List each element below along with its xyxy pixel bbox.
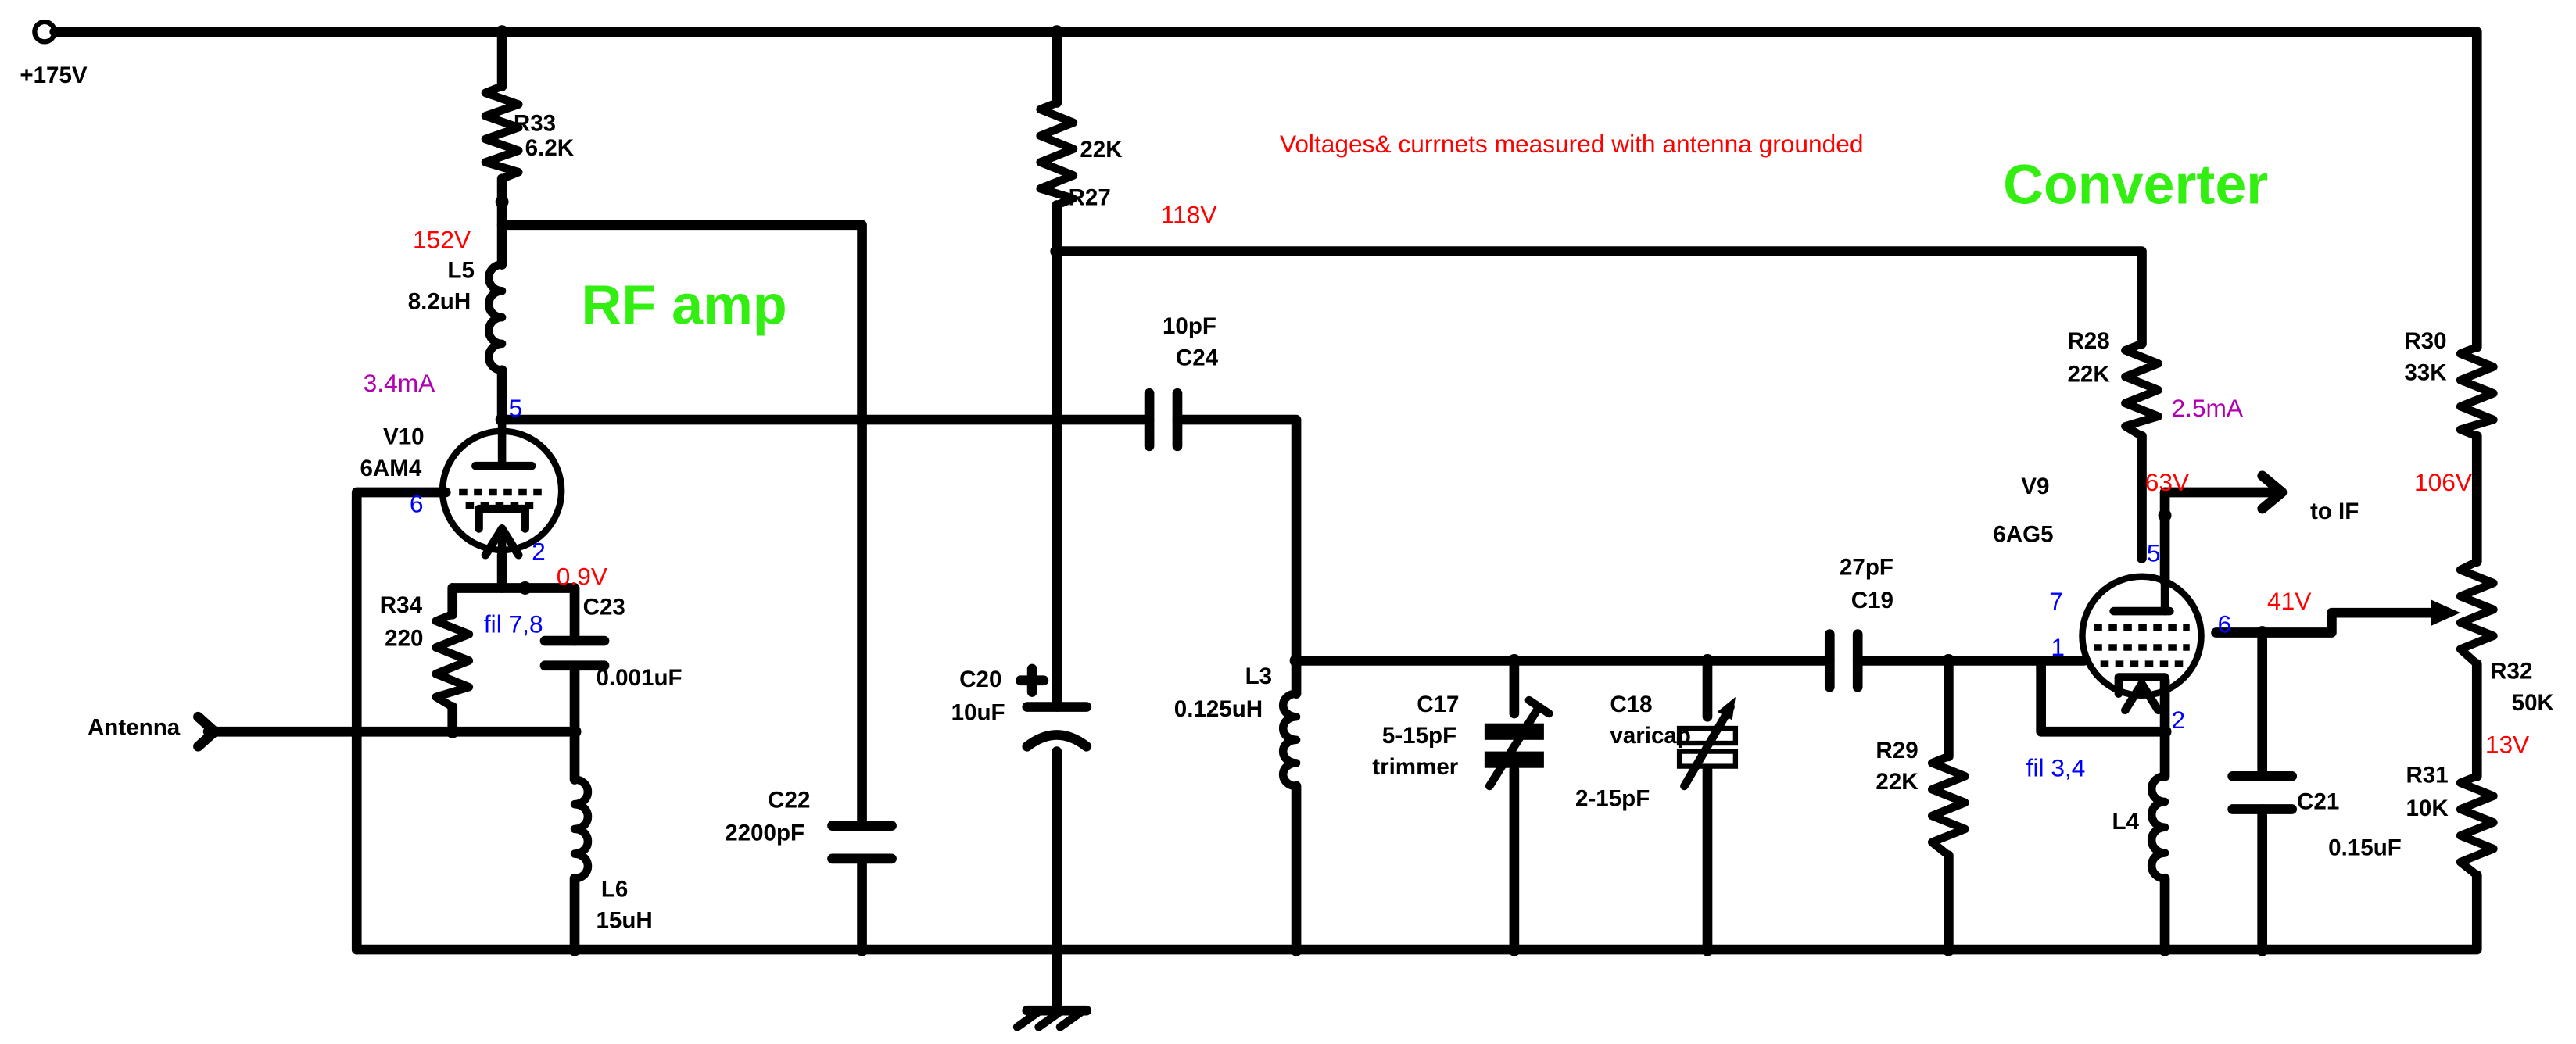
resistor-r32 bbox=[2456, 557, 2498, 668]
l6-name: L6 bbox=[601, 876, 629, 902]
l5-name: L5 bbox=[447, 257, 475, 283]
r27-name: R27 bbox=[1069, 184, 1111, 210]
measurement-118v: 118V bbox=[1161, 201, 1217, 229]
l4-name: L4 bbox=[2112, 809, 2139, 835]
wiring bbox=[32, 19, 2482, 1016]
v10-type: 6AM4 bbox=[360, 456, 421, 481]
capacitor-c24 bbox=[1144, 388, 1183, 452]
measurement-2-5ma: 2.5mA bbox=[2172, 394, 2244, 422]
c23-name: C23 bbox=[583, 594, 625, 620]
l3-value: 0.125uH bbox=[1174, 696, 1263, 722]
r32-name: R32 bbox=[2490, 659, 2532, 685]
inductor-l4 bbox=[2147, 771, 2169, 883]
c17-desc: trimmer bbox=[1372, 754, 1459, 780]
r34-name: R34 bbox=[380, 592, 423, 618]
resistor-r33 bbox=[481, 82, 523, 183]
section-title-rf-amp: RF amp bbox=[581, 274, 786, 337]
varicap-c18 bbox=[1676, 696, 1739, 791]
capacitor-c22 bbox=[827, 821, 897, 864]
r27-value: 22K bbox=[1080, 137, 1123, 163]
v10-pin-cathode: 2 bbox=[532, 538, 546, 566]
measurement-note: Voltages& currnets measured with antenna… bbox=[1280, 130, 1864, 158]
c19-value: 27pF bbox=[1840, 555, 1893, 581]
resistor-r31 bbox=[2456, 771, 2498, 880]
r30-value: 33K bbox=[2404, 359, 2447, 385]
v9-pin-g1: 7 bbox=[2049, 587, 2063, 615]
tube-v9 bbox=[2079, 573, 2205, 715]
v10-filament: fil 7,8 bbox=[484, 610, 543, 638]
measurement-106v: 106V bbox=[2414, 468, 2472, 496]
supply-label: +175V bbox=[20, 63, 88, 88]
inductor-l5 bbox=[484, 260, 507, 374]
resistor-r29 bbox=[1927, 752, 1969, 860]
v10-pin-grid: 6 bbox=[410, 489, 424, 517]
resistor-r27 bbox=[1036, 98, 1078, 209]
l5-value: 8.2uH bbox=[408, 289, 471, 315]
v9-type: 6AG5 bbox=[1993, 521, 2053, 547]
measurement-41v: 41V bbox=[2267, 587, 2311, 615]
v10-name: V10 bbox=[383, 424, 425, 450]
r28-value: 22K bbox=[2067, 361, 2110, 387]
inductor-l6 bbox=[570, 775, 593, 883]
v10-pin-plate: 5 bbox=[509, 394, 523, 422]
to-if-label: to IF bbox=[2310, 499, 2359, 524]
capacitor-c19 bbox=[1824, 629, 1863, 692]
ground-symbol bbox=[1012, 1005, 1092, 1031]
c24-value: 10pF bbox=[1163, 313, 1216, 339]
r32-value: 50K bbox=[2512, 690, 2555, 716]
c17-name: C17 bbox=[1417, 692, 1459, 717]
r30-name: R30 bbox=[2404, 328, 2446, 354]
c21-name: C21 bbox=[2297, 789, 2339, 815]
c20-value: 10uF bbox=[951, 699, 1005, 725]
c22-value: 2200pF bbox=[725, 821, 804, 846]
capacitor-c20 bbox=[1015, 663, 1092, 752]
v9-filament: fil 3,4 bbox=[2026, 753, 2086, 781]
c21-value: 0.15uF bbox=[2328, 835, 2402, 861]
r33-name: R33 bbox=[514, 110, 556, 136]
resistor-r34 bbox=[432, 610, 474, 711]
r28-name: R28 bbox=[2067, 328, 2109, 354]
c17-value: 5-15pF bbox=[1382, 723, 1456, 749]
measurement-13v: 13V bbox=[2485, 731, 2529, 759]
resistor-r28 bbox=[2121, 339, 2162, 441]
capacitor-c23 bbox=[539, 635, 610, 671]
measurement-152v: 152V bbox=[413, 225, 471, 253]
v9-pin-cathode: 2 bbox=[2172, 706, 2186, 734]
v9-pin-plate: 5 bbox=[2147, 539, 2161, 567]
c23-value: 0.001uF bbox=[596, 665, 682, 691]
c24-name: C24 bbox=[1176, 345, 1219, 370]
r29-name: R29 bbox=[1876, 738, 1918, 763]
c22-name: C22 bbox=[768, 787, 810, 813]
to-if-arrow bbox=[2257, 470, 2288, 514]
r29-value: 22K bbox=[1876, 769, 1919, 795]
v9-name: V9 bbox=[2021, 474, 2049, 499]
capacitor-c21 bbox=[2227, 770, 2298, 814]
c19-name: C19 bbox=[1851, 588, 1893, 613]
l3-name: L3 bbox=[1245, 663, 1273, 689]
measurement-0-9v: 0.9V bbox=[557, 562, 607, 590]
c20-name: C20 bbox=[959, 667, 1001, 692]
antenna-terminal bbox=[193, 711, 220, 752]
r31-value: 10K bbox=[2406, 796, 2449, 821]
section-title-converter: Converter bbox=[2003, 153, 2268, 216]
r34-value: 220 bbox=[385, 625, 423, 651]
resistor-r30 bbox=[2456, 342, 2498, 441]
c18-value: 2-15pF bbox=[1575, 785, 1650, 811]
v9-pin-g2: 1 bbox=[2051, 633, 2065, 661]
l6-value: 15uH bbox=[596, 908, 652, 934]
inductor-l3 bbox=[1278, 689, 1301, 791]
junctions bbox=[446, 25, 2270, 956]
r31-name: R31 bbox=[2406, 763, 2448, 788]
antenna-label: Antenna bbox=[88, 714, 181, 740]
tube-v10 bbox=[439, 415, 565, 560]
trimmer-capacitor-c17 bbox=[1484, 695, 1553, 791]
r33-value: 6.2K bbox=[525, 135, 575, 161]
c18-desc: varicap bbox=[1610, 723, 1691, 749]
c18-name: C18 bbox=[1610, 692, 1652, 717]
potentiometer-wiper-arrow bbox=[2431, 599, 2461, 627]
v9-pin-screen: 6 bbox=[2218, 610, 2232, 638]
measurement-3-4ma: 3.4mA bbox=[364, 369, 435, 397]
measurement-63v: 63V bbox=[2145, 468, 2189, 496]
